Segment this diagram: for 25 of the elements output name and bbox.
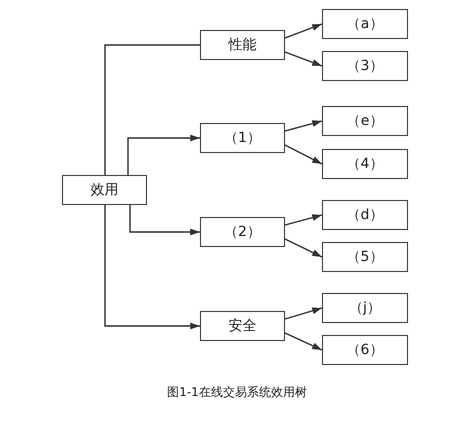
arrow [129,205,200,236]
arrow [127,134,200,175]
process-box: （a） [322,9,408,39]
arrow [284,23,322,39]
arrow [284,51,322,67]
arrow [284,144,322,165]
process-box: 性能 [200,30,285,60]
arrow [284,332,322,351]
process-box: （j） [322,293,408,323]
process-box: （d） [322,200,408,230]
arrow [284,307,322,320]
process-box: （3） [322,51,408,81]
process-box: （5） [322,242,408,272]
process-box: （1） [200,123,285,153]
process-box: 安全 [200,311,285,341]
process-box: （4） [322,149,408,179]
process-box: 效用 [62,175,147,205]
arrow [284,238,322,258]
process-box: （2） [200,217,285,247]
arrow [284,214,322,226]
process-box: （e） [322,106,408,136]
arrow [284,120,322,132]
arrow [104,205,200,330]
caption: 图1-1在线交易系统效用树 [166,384,308,401]
process-box: （6） [322,335,408,365]
